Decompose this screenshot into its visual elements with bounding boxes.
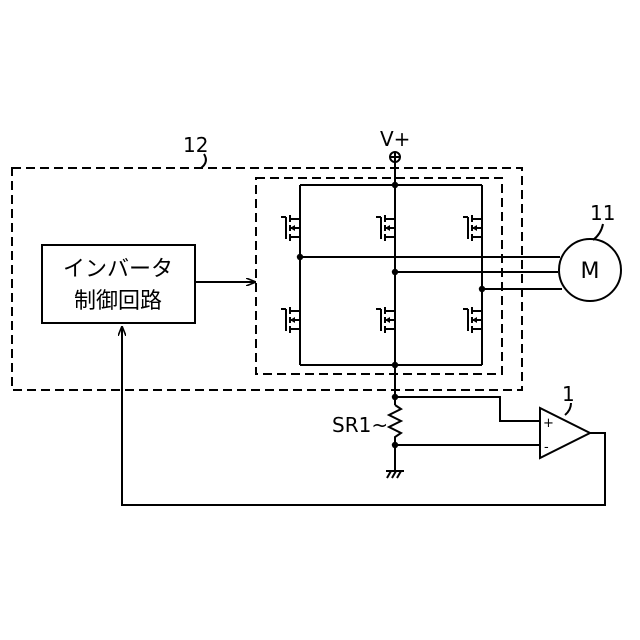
amplifier-plus-label: + [543, 416, 554, 431]
mosfet-lower-u [281, 307, 300, 333]
motor-ref-label: 11 [590, 201, 615, 225]
mosfet-upper-u [281, 215, 300, 241]
junction-dots [297, 182, 485, 448]
supply-terminal [390, 152, 400, 162]
amplifier-minus-label: - [544, 440, 549, 455]
mosfet-lower-w [463, 307, 482, 333]
supply-label: V+ [380, 127, 410, 151]
block-ref-label: 12 [183, 133, 208, 157]
controller-label-line2: 制御回路 [74, 289, 162, 314]
mosfet-lower-v [376, 307, 395, 333]
shunt-resistor [389, 405, 401, 470]
mosfet-upper-w [463, 215, 482, 241]
mosfet-upper-v [376, 215, 395, 241]
amp-plus-input-wire [395, 397, 540, 421]
amplifier-ref-label: 1 [562, 382, 575, 406]
controller-label-line1: インバータ [63, 257, 173, 282]
bridge-outline [256, 178, 502, 374]
shunt-label: SR1~ [332, 413, 388, 437]
motor-ref-leader [593, 224, 603, 240]
ground-symbol [386, 471, 404, 478]
motor-label: M [581, 259, 600, 284]
